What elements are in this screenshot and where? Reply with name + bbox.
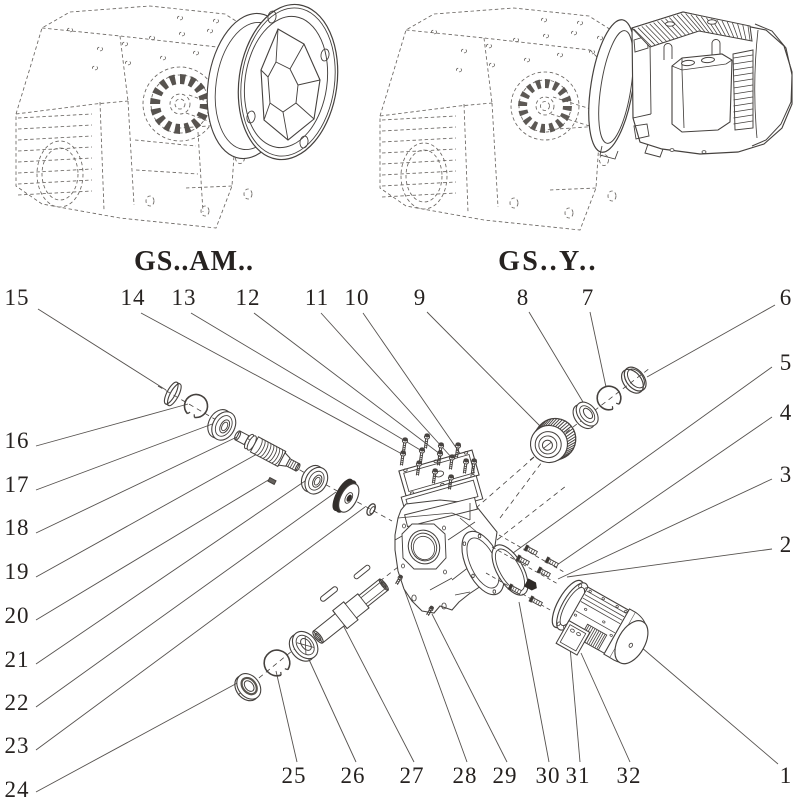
svg-text:32: 32: [617, 763, 642, 788]
svg-text:GS..Y..: GS..Y..: [498, 246, 598, 277]
svg-text:25: 25: [282, 763, 307, 788]
svg-text:9: 9: [414, 285, 427, 310]
svg-text:23: 23: [5, 733, 30, 758]
svg-text:14: 14: [121, 285, 146, 310]
svg-text:28: 28: [453, 763, 478, 788]
svg-text:20: 20: [5, 603, 30, 628]
svg-text:30: 30: [536, 763, 561, 788]
svg-text:21: 21: [5, 647, 30, 672]
svg-text:27: 27: [400, 763, 425, 788]
svg-text:18: 18: [5, 515, 30, 540]
svg-text:GS..AM..: GS..AM..: [134, 246, 254, 277]
svg-text:7: 7: [582, 285, 595, 310]
svg-text:13: 13: [172, 285, 197, 310]
svg-text:24: 24: [5, 777, 30, 800]
svg-text:15: 15: [5, 285, 30, 310]
svg-text:10: 10: [345, 285, 370, 310]
svg-text:19: 19: [5, 559, 30, 584]
svg-text:17: 17: [5, 472, 30, 497]
svg-text:1: 1: [780, 763, 793, 788]
svg-text:22: 22: [5, 690, 30, 715]
svg-text:26: 26: [341, 763, 366, 788]
svg-text:16: 16: [5, 428, 30, 453]
svg-text:4: 4: [780, 400, 793, 425]
svg-text:5: 5: [780, 350, 793, 375]
svg-text:31: 31: [566, 763, 591, 788]
svg-text:3: 3: [780, 462, 793, 487]
svg-text:11: 11: [305, 285, 329, 310]
svg-text:6: 6: [780, 285, 793, 310]
svg-text:2: 2: [780, 532, 793, 557]
svg-text:12: 12: [236, 285, 261, 310]
svg-text:8: 8: [517, 285, 530, 310]
svg-text:29: 29: [493, 763, 518, 788]
